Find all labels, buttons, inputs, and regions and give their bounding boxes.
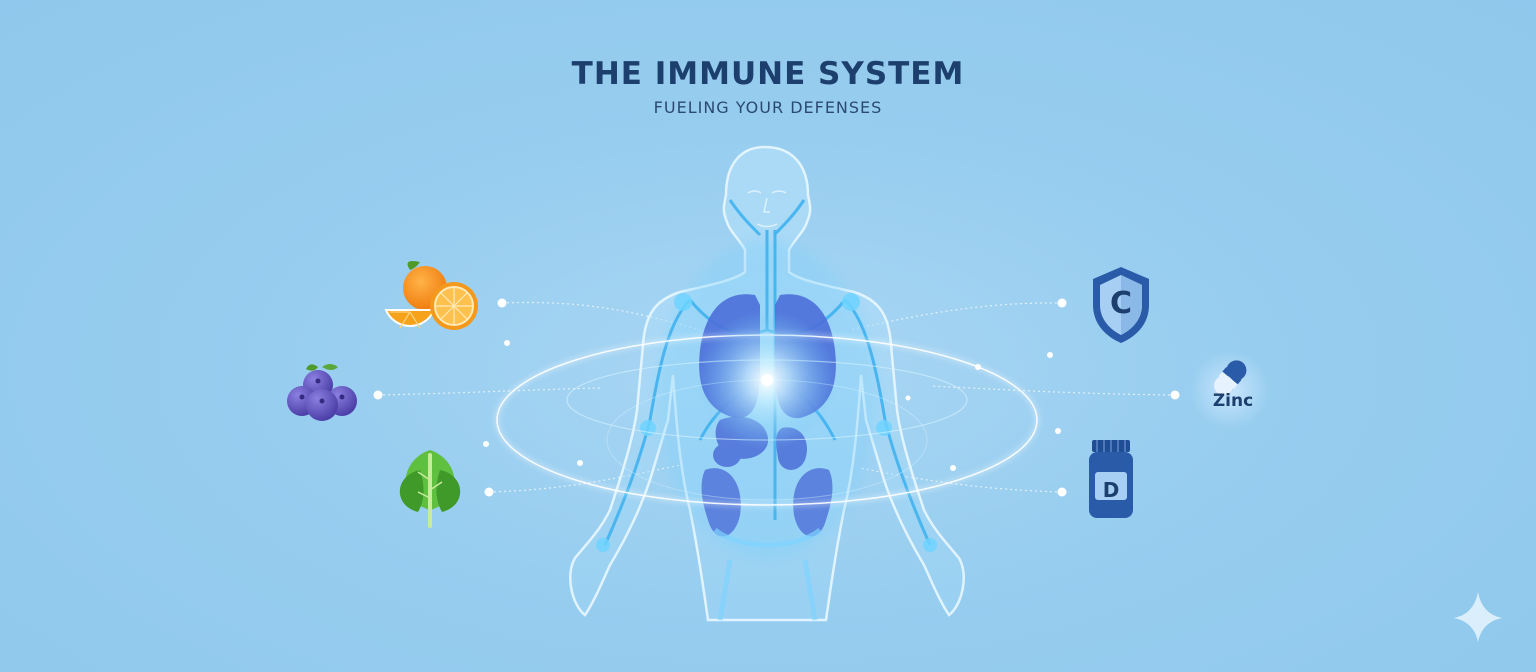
sparkle-star-icon <box>1454 592 1502 642</box>
vitamin-c-label: C <box>1110 286 1132 321</box>
connector-vitamin-d <box>859 467 1063 493</box>
spinach-icon <box>399 450 461 528</box>
hip-bones <box>713 527 822 621</box>
zinc-capsule-icon <box>1190 350 1270 430</box>
connector-dots <box>373 298 1180 497</box>
connector-blueberries <box>377 387 601 396</box>
page-title: THE IMMUNE SYSTEM <box>571 56 965 92</box>
face <box>747 190 787 228</box>
connector-zinc <box>929 385 1176 396</box>
vitamin-d-bottle-icon <box>1089 440 1133 518</box>
vitamin-c-shield-icon <box>1093 267 1149 343</box>
sparkles <box>483 340 1061 471</box>
page-subtitle: FUELING YOUR DEFENSES <box>653 98 883 117</box>
orange-icon <box>384 261 478 330</box>
blueberries-icon <box>287 364 357 421</box>
vitamin-d-label: D <box>1103 478 1120 502</box>
zinc-label: Zinc <box>1213 391 1253 411</box>
